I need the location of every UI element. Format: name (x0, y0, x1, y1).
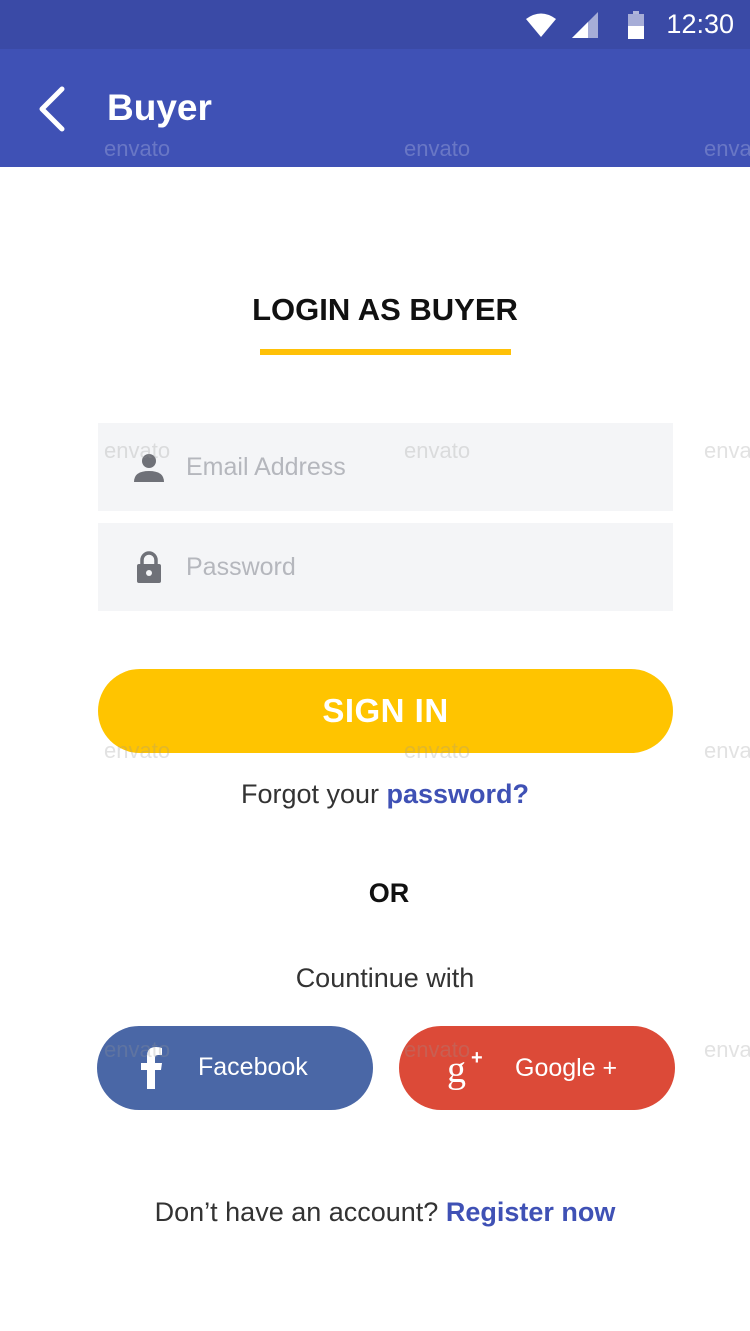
wifi-icon (526, 12, 557, 38)
heading-underline (260, 349, 511, 355)
svg-text:+: + (471, 1048, 483, 1069)
lock-icon (133, 551, 165, 583)
facebook-icon (141, 1047, 163, 1089)
email-field[interactable] (98, 423, 673, 511)
email-input[interactable] (184, 451, 628, 483)
status-time: 12:30 (666, 9, 734, 39)
facebook-login-button[interactable]: Facebook (97, 1026, 373, 1110)
register-row: Don’t have an account? Register now (0, 1197, 750, 1228)
app-bar: Buyer envato envato envato (0, 49, 750, 167)
forgot-password-link[interactable]: password? (386, 779, 530, 809)
cellular-signal-icon (572, 11, 599, 38)
register-prompt: Don’t have an account? (154, 1197, 446, 1227)
google-label: Google + (515, 1054, 618, 1082)
google-plus-icon: g + (447, 1048, 489, 1090)
watermark: envato (404, 136, 471, 161)
watermark: envato (104, 136, 171, 161)
facebook-label: Facebook (198, 1053, 308, 1081)
google-login-button[interactable]: g + Google + (399, 1026, 675, 1110)
watermark: envato (704, 136, 750, 161)
svg-text:g: g (447, 1049, 466, 1090)
status-icons: 12:30 (526, 0, 734, 49)
battery-icon (628, 10, 645, 39)
password-field[interactable] (98, 523, 673, 611)
or-divider-label: OR (368, 878, 410, 908)
watermark: envato (704, 1037, 750, 1062)
register-now-link[interactable]: Register now (445, 1197, 616, 1227)
password-input[interactable] (184, 551, 628, 583)
user-icon (133, 452, 165, 482)
watermark: envato (704, 738, 750, 763)
login-heading: LOGIN AS BUYER (252, 292, 518, 327)
forgot-password-text: Forgot your (240, 779, 387, 809)
watermark: envato (704, 438, 750, 463)
back-arrow-icon (28, 86, 78, 143)
status-bar: 12:30 (0, 0, 750, 49)
back-button[interactable] (28, 79, 78, 139)
page-title: Buyer (107, 87, 212, 128)
continue-with-label: Countinue with (295, 963, 475, 993)
sign-in-button[interactable]: SIGN IN (98, 669, 673, 753)
forgot-password-row: Forgot your password? (0, 779, 750, 810)
